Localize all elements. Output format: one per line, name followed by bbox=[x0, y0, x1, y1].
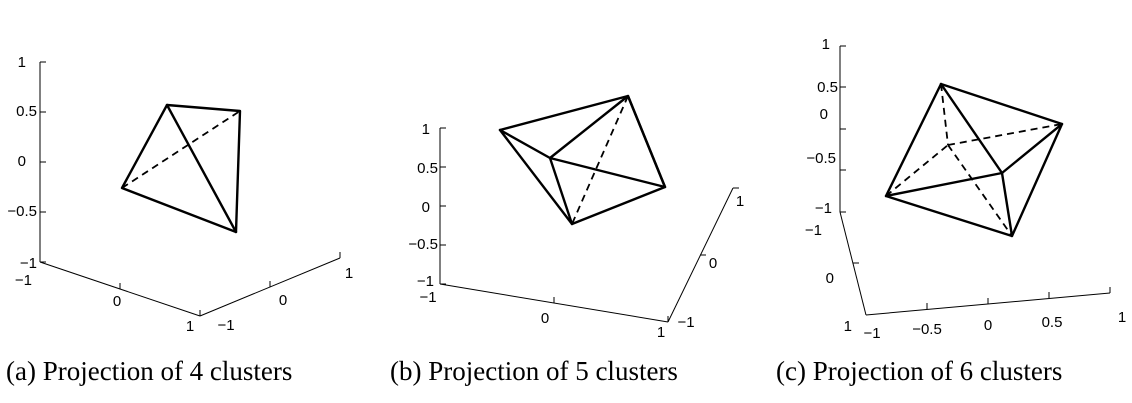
figure-b-axes bbox=[439, 127, 739, 323]
figure-c-y-tick-2: 0 bbox=[826, 270, 834, 287]
figure-c-z-tick-1: 1 bbox=[822, 36, 830, 53]
figure-c-x-tick-5: 1 bbox=[1118, 309, 1126, 326]
figure-c-y-tick-3: 1 bbox=[844, 318, 852, 335]
figure-b-z-tick-2: 0.5 bbox=[417, 160, 438, 177]
figure-a-x-tick-1: −1 bbox=[15, 272, 32, 289]
figure-a-axes bbox=[39, 61, 341, 317]
figure-b-z-tick-4: −0.5 bbox=[408, 236, 438, 253]
figure-a-tetrahedron bbox=[120, 103, 242, 234]
figure-a-caption: (a) Projection of 4 clusters bbox=[6, 356, 293, 386]
figure-c-x-tick-3: 0 bbox=[984, 317, 992, 334]
figure-c-z-tick-3: 0 bbox=[820, 106, 828, 123]
figure-a-z-tick-3: 0 bbox=[18, 153, 26, 170]
figure-c-x-tick-1: −1 bbox=[863, 325, 880, 342]
figure-a: 1 0.5 0 −0.5 −1 −1 0 1 −1 0 1 bbox=[0, 0, 370, 350]
figure-a-x-tick-2: 0 bbox=[113, 293, 121, 310]
figure-c-axes bbox=[839, 45, 1111, 316]
figure-b: 1 0.5 0 −0.5 −1 −1 0 1 −1 0 1 bbox=[378, 0, 758, 350]
figure-b-y-tick-1: −1 bbox=[677, 314, 694, 331]
figure-c-z-tick-5: −1 bbox=[815, 200, 832, 217]
figure-b-z-tick-5: −1 bbox=[417, 273, 434, 290]
figure-a-y-tick-3: 1 bbox=[345, 265, 353, 282]
figure-b-x-tick-2: 0 bbox=[541, 310, 549, 327]
figure-c-x-tick-2: −0.5 bbox=[912, 321, 942, 338]
figure-a-plot: 1 0.5 0 −0.5 −1 −1 0 1 −1 0 1 bbox=[7, 54, 353, 335]
figure-a-z-tick-4: −0.5 bbox=[7, 203, 37, 220]
figure-b-x-tick-3: 1 bbox=[657, 324, 665, 341]
figure-c-z-tick-4: −0.5 bbox=[806, 150, 836, 167]
figure-b-x-tick-1: −1 bbox=[419, 289, 436, 306]
figure-c: 1 0.5 0 −0.5 −1 −1 0 1 −1 −0.5 0 0.5 1 bbox=[764, 0, 1132, 350]
figure-a-z-tick-2: 0.5 bbox=[16, 103, 37, 120]
figure-c-x-tick-4: 0.5 bbox=[1042, 314, 1063, 331]
figure-a-z-tick-5: −1 bbox=[20, 255, 37, 272]
figure-c-caption: (c) Projection of 6 clusters bbox=[776, 356, 1063, 386]
figure-a-y-tick-2: 0 bbox=[279, 292, 287, 309]
figure-a-y-tick-1: −1 bbox=[217, 317, 234, 334]
figure-a-z-tick-1: 1 bbox=[18, 54, 26, 71]
figure-c-y-tick-1: −1 bbox=[805, 222, 822, 239]
figure-b-y-tick-3: 1 bbox=[736, 193, 744, 210]
figure-b-y-tick-2: 0 bbox=[709, 255, 717, 272]
figure-c-z-tick-2: 0.5 bbox=[817, 79, 838, 96]
figure-c-octahedron bbox=[884, 82, 1064, 238]
figure-b-z-tick-3: 0 bbox=[422, 199, 430, 216]
figure-b-z-tick-1: 1 bbox=[422, 121, 430, 138]
figure-b-plot: 1 0.5 0 −0.5 −1 −1 0 1 −1 0 1 bbox=[408, 94, 744, 341]
figure-b-caption: (b) Projection of 5 clusters bbox=[390, 356, 678, 386]
figure-b-bipyramid bbox=[498, 94, 667, 226]
figure-c-plot: 1 0.5 0 −0.5 −1 −1 0 1 −1 −0.5 0 0.5 1 bbox=[805, 36, 1126, 342]
figure-a-x-tick-3: 1 bbox=[186, 318, 194, 335]
